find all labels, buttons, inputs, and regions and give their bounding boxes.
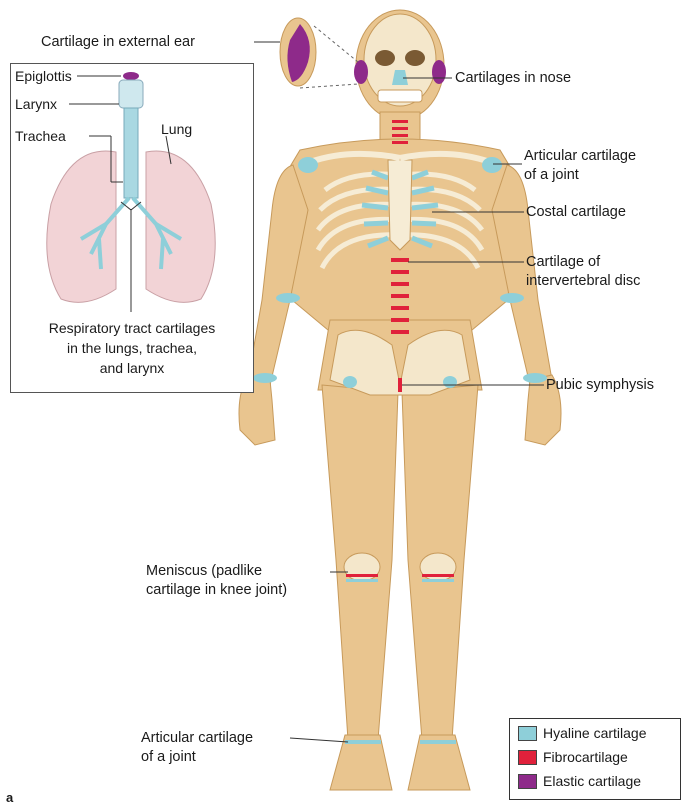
label-articular-top-2: of a joint xyxy=(524,166,579,184)
label-articular-top-1: Articular cartilage xyxy=(524,147,636,165)
label-nose: Cartilages in nose xyxy=(455,69,571,87)
label-larynx: Larynx xyxy=(15,95,57,113)
label-meniscus-2: cartilage in knee joint) xyxy=(146,581,287,599)
label-trachea: Trachea xyxy=(15,127,66,145)
inset-caption-1: Respiratory tract cartilages xyxy=(11,319,253,337)
legend-swatch xyxy=(518,774,537,789)
respiratory-inset: Epiglottis Larynx Trachea Lung Respirato… xyxy=(10,63,254,393)
sternum xyxy=(388,160,412,250)
figure-letter: a xyxy=(6,790,13,805)
legend-label: Hyaline cartilage xyxy=(543,723,647,743)
inset-caption-2: in the lungs, trachea, xyxy=(11,339,253,357)
legend-label: Elastic cartilage xyxy=(543,771,641,791)
legend: Hyaline cartilage Fibrocartilage Elastic… xyxy=(509,718,681,800)
label-intervertebral-2: intervertebral disc xyxy=(526,272,640,290)
inset-caption-3: and larynx xyxy=(11,359,253,377)
label-articular-bottom-1: Articular cartilage xyxy=(141,729,253,747)
label-epiglottis: Epiglottis xyxy=(15,67,72,85)
ear-cartilage-right xyxy=(432,60,446,84)
label-external-ear: Cartilage in external ear xyxy=(41,33,195,51)
legend-swatch xyxy=(518,750,537,765)
label-lung: Lung xyxy=(161,120,192,138)
label-articular-bottom-2: of a joint xyxy=(141,748,196,766)
legend-label: Fibrocartilage xyxy=(543,747,628,767)
label-intervertebral-1: Cartilage of xyxy=(526,253,600,271)
legend-swatch xyxy=(518,726,537,741)
label-pubic: Pubic symphysis xyxy=(546,376,654,394)
label-costal: Costal cartilage xyxy=(526,203,626,221)
ear-cartilage-left xyxy=(354,60,368,84)
label-meniscus-1: Meniscus (padlike xyxy=(146,562,262,580)
